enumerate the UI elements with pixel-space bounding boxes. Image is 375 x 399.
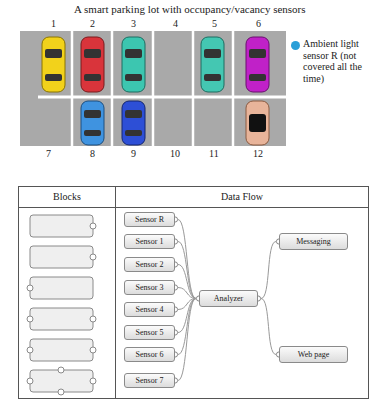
slot-number: 6 xyxy=(256,18,261,29)
block-label: Sensor 6 xyxy=(133,350,167,359)
slot-number: 1 xyxy=(51,18,56,29)
connector xyxy=(178,288,196,299)
slot-number: 9 xyxy=(131,148,136,159)
slot-number: 2 xyxy=(90,18,95,29)
sensor-block: Sensor 5 xyxy=(124,325,175,340)
connector xyxy=(178,220,196,299)
slot-number: 3 xyxy=(131,18,136,29)
connector xyxy=(261,299,276,355)
connector xyxy=(261,242,276,299)
column-header: Blocks xyxy=(53,191,81,202)
block-label: Sensor R xyxy=(132,215,167,224)
slot-number: 4 xyxy=(173,18,178,29)
process-block: Web page xyxy=(279,346,348,363)
title: A smart parking lot with occupancy/vacan… xyxy=(74,3,306,15)
legend-text: Ambient light sensor R (not covered all … xyxy=(303,38,373,84)
table-frame xyxy=(18,187,369,399)
block-label: Sensor 2 xyxy=(133,260,167,269)
block-label: Sensor 7 xyxy=(133,376,167,385)
block-label: Messaging xyxy=(293,237,334,246)
sensor-block: Sensor 2 xyxy=(124,257,175,272)
block-palette xyxy=(27,215,96,395)
block-label: Sensor 1 xyxy=(133,237,167,246)
connector xyxy=(178,242,196,299)
slot-number: 10 xyxy=(170,148,180,159)
sensor-block: Sensor 4 xyxy=(124,302,175,317)
connector xyxy=(178,299,196,355)
process-block: Analyzer xyxy=(199,290,258,307)
sensor-block: Sensor 1 xyxy=(124,234,175,249)
sensor-block: Sensor R xyxy=(124,212,175,227)
sensor-block: Sensor 3 xyxy=(124,280,175,295)
slot-number: 7 xyxy=(46,148,51,159)
block-label: Sensor 3 xyxy=(133,283,167,292)
slot-number: 8 xyxy=(90,148,95,159)
block-label: Sensor 4 xyxy=(133,305,167,314)
block-label: Analyzer xyxy=(211,294,246,303)
slot-number: 12 xyxy=(253,148,263,159)
slot-number: 11 xyxy=(209,148,219,159)
connector xyxy=(178,299,196,381)
sensor-dot xyxy=(291,41,300,50)
process-block: Messaging xyxy=(279,233,348,250)
sensor-block: Sensor 6 xyxy=(124,347,175,362)
sensor-block: Sensor 7 xyxy=(124,373,175,388)
connector xyxy=(178,265,196,299)
block-label: Web page xyxy=(295,350,333,359)
slot-number: 5 xyxy=(212,18,217,29)
cars xyxy=(42,37,269,145)
block-label: Sensor 5 xyxy=(133,328,167,337)
column-header: Data Flow xyxy=(221,191,263,202)
